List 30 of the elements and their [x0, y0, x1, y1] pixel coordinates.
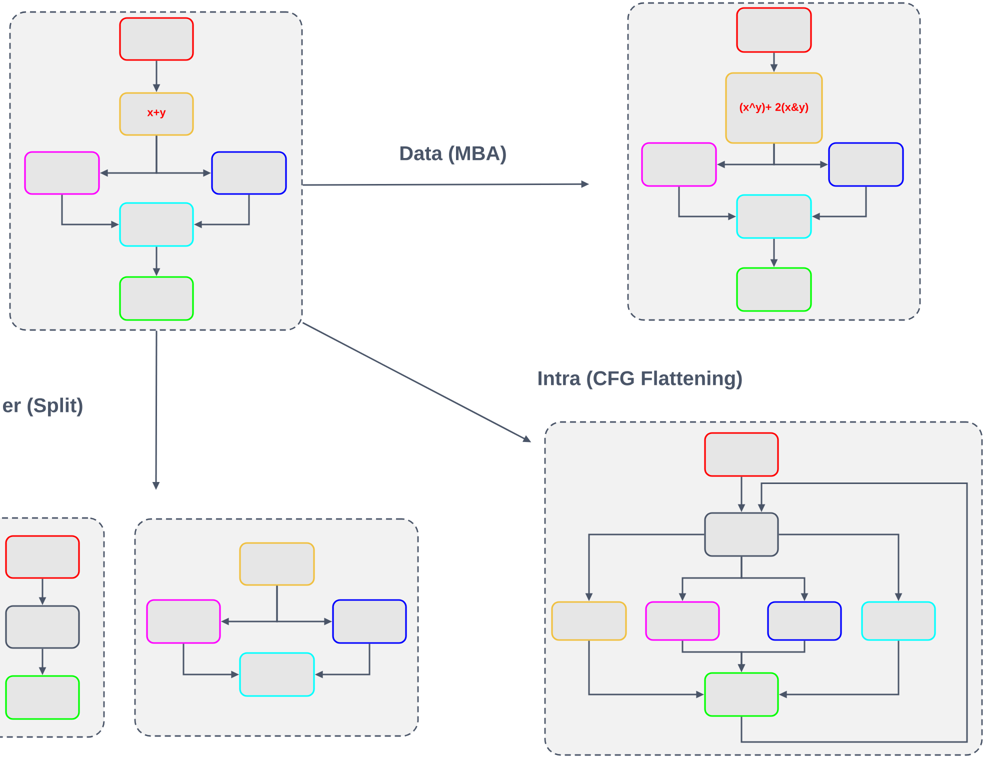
process-box	[861, 601, 936, 641]
process-box	[239, 652, 315, 697]
process-box	[146, 599, 221, 644]
process-box	[704, 432, 779, 477]
process-box	[5, 535, 80, 579]
process-box	[645, 601, 720, 641]
process-box: x+y	[119, 92, 194, 136]
process-box	[5, 605, 80, 649]
process-box	[211, 151, 287, 195]
process-box	[119, 202, 194, 247]
process-box	[704, 672, 779, 717]
edge-label: Intra (CFG Flattening)	[538, 370, 742, 390]
process-box	[5, 675, 80, 720]
process-box	[641, 142, 717, 187]
process-box	[736, 267, 812, 312]
process-box	[119, 276, 194, 321]
arrow	[740, 482, 968, 743]
process-box	[704, 512, 779, 557]
process-box	[119, 17, 194, 61]
process-box	[767, 601, 842, 641]
process-box	[24, 151, 100, 195]
process-box	[828, 142, 904, 187]
edge-label: Data (MBA)	[400, 146, 506, 164]
process-box	[736, 194, 812, 239]
process-box: (x^y)+ 2(x&y)	[725, 72, 823, 144]
edge-label: er (Split)	[2, 398, 82, 416]
process-box	[332, 599, 407, 644]
process-box	[736, 7, 812, 53]
process-box	[551, 601, 627, 641]
process-box	[239, 542, 315, 586]
